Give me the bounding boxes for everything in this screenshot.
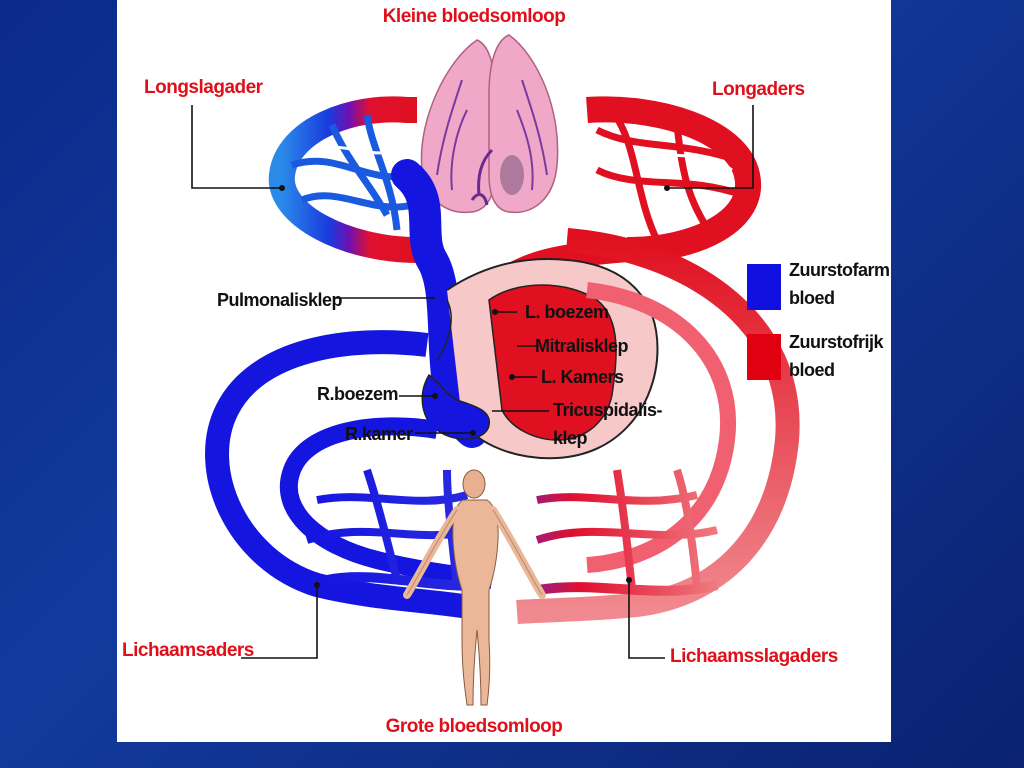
circulation-diagram: Kleine bloedsomloop Grote bloedsomloop L… [122, 6, 890, 737]
legend: Zuurstofarm bloed Zuurstofrijk bloed [747, 260, 890, 380]
label-tricuspidalis-klep: klep [553, 428, 588, 448]
label-lichaamsaders: Lichaamsaders [122, 640, 254, 661]
label-tricuspidalis: Tricuspidalis- [553, 400, 663, 420]
label-r-kamer: R.kamer [345, 424, 413, 444]
pulmonary-circuit [268, 96, 762, 263]
lungs-illustration [420, 34, 559, 214]
legend-swatch-oxygenated [747, 334, 781, 380]
label-l-kamers: L. Kamers [541, 367, 624, 387]
label-r-boezem: R.boezem [317, 384, 398, 404]
label-longaders: Longaders [712, 79, 805, 100]
systemic-circuit [205, 228, 800, 624]
heart-vessels [391, 159, 659, 460]
label-mitralisklep: Mitralisklep [535, 336, 629, 356]
title-pulmonary-circulation: Kleine bloedsomloop [383, 6, 566, 27]
legend-label-deoxygenated: Zuurstofarm [789, 260, 890, 280]
legend-label-oxygenated: Zuurstofrijk [789, 332, 884, 352]
title-systemic-circulation: Grote bloedsomloop [386, 716, 563, 737]
diagram-panel: Kleine bloedsomloop Grote bloedsomloop L… [117, 0, 891, 742]
label-lichaamsslagaders: Lichaamsslagaders [670, 646, 838, 667]
human-figure-illustration [403, 469, 546, 706]
label-longslagader: Longslagader [144, 77, 264, 98]
label-l-boezem: L. boezem [525, 302, 609, 322]
legend-label-deoxygenated-2: bloed [789, 288, 835, 308]
legend-label-oxygenated-2: bloed [789, 360, 835, 380]
label-pulmonalisklep: Pulmonalisklep [217, 290, 343, 310]
leader-lines [191, 105, 754, 659]
legend-swatch-deoxygenated [747, 264, 781, 310]
